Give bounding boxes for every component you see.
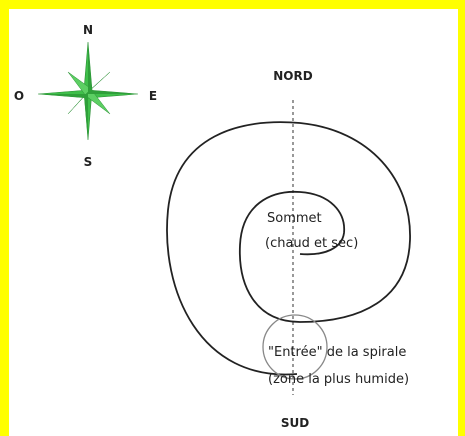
spiral-path — [166, 121, 411, 376]
compass-star-icon — [37, 41, 139, 141]
summit-label: Sommet — [267, 211, 322, 226]
compass-east-label: E — [149, 89, 157, 103]
summit-sublabel: (chaud et sec) — [265, 236, 358, 251]
compass-south-label: S — [84, 155, 93, 169]
compass-west-label: O — [14, 89, 24, 103]
south-label: SUD — [281, 416, 309, 430]
diagram-panel — [9, 9, 458, 436]
compass-rose: N S E O — [14, 23, 157, 169]
entry-sublabel: (zone la plus humide) — [268, 372, 409, 387]
entry-zone-circle — [262, 314, 328, 380]
compass-north-label: N — [83, 23, 93, 37]
north-label: NORD — [273, 69, 312, 83]
entry-label: "Entrée" de la spirale — [268, 345, 406, 360]
